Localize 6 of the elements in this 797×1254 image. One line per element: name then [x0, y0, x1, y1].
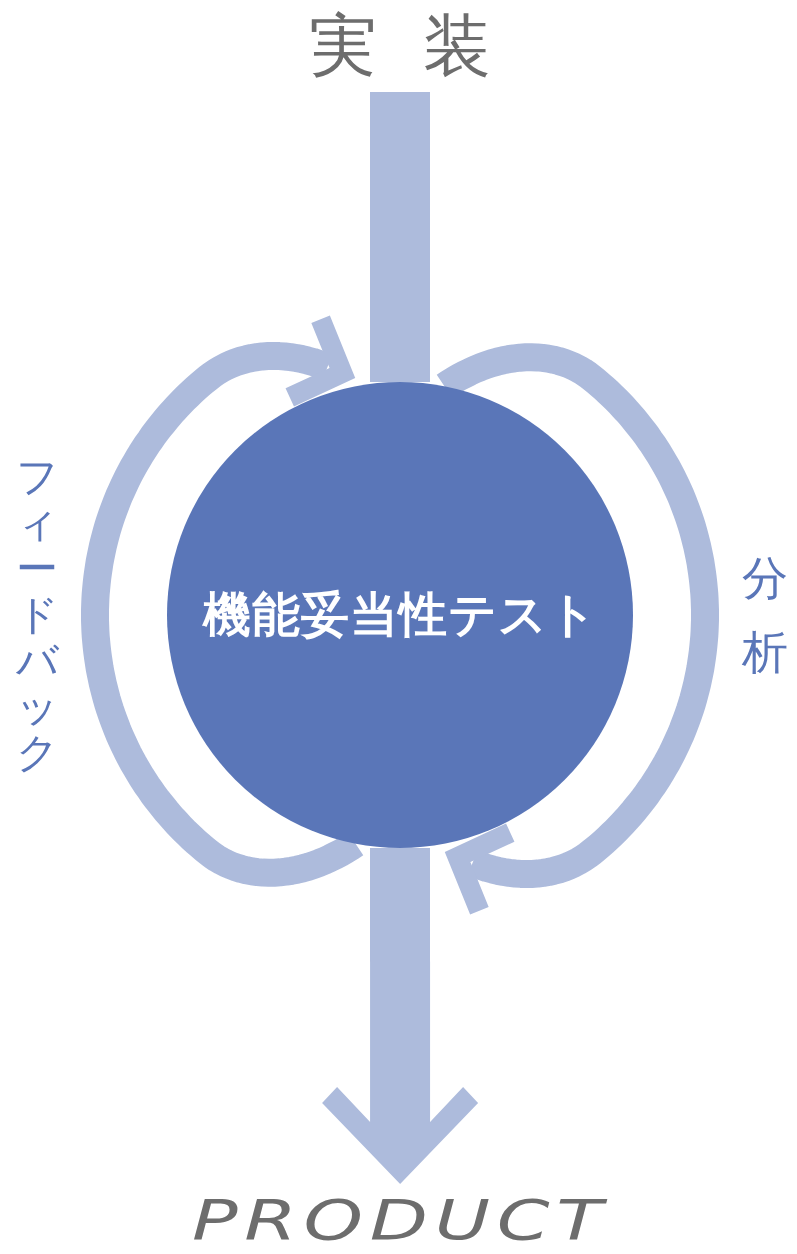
edge-label: フィードバック: [15, 454, 59, 776]
process-circle: [167, 382, 633, 848]
edge-label: 分析: [741, 550, 789, 681]
process-label: 機能妥当性テスト: [202, 585, 598, 644]
stage-label: 実装: [309, 6, 491, 86]
output-label: PRODUCT: [191, 1190, 609, 1250]
